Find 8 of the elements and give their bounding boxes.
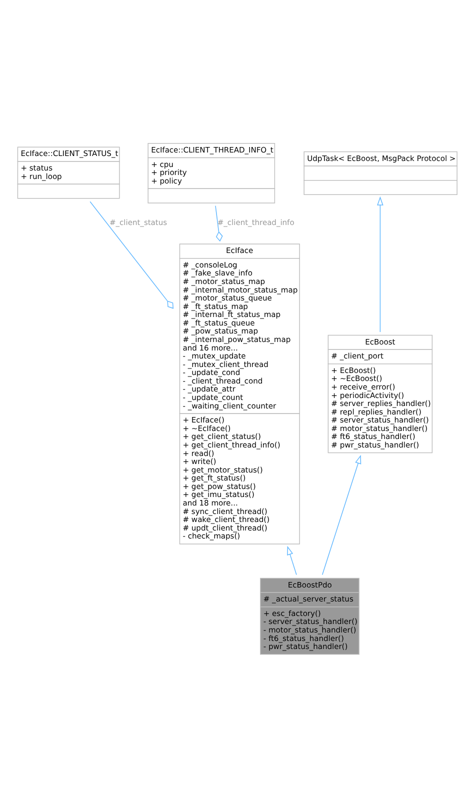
- edge-label: #_client_status: [109, 218, 168, 228]
- node-text: EcIface # _consoleLog # _fake_slave_info # _motor_status_map # _internal_motor_status_map # _motor_status_queue # _ft_status_map # _internal_ft_status_map # _ft_status_queue # _pow_status_map # _internal_pow_status_map and 16 more... - _mutex_update - _mutex_client_thread - _update_cond - _client_thread_cond - _update_attr - _update_count - _waiting_client_counter + EcIface() + ~EcIface() + get_client_status() + get_client_thread_info() + read() + write() + get_motor_status() + get_ft_status() + get_pow_status() + get_imu_status() and 18 more... # sync_client_thread() # wake_client_thread() # updt_client_thread() - check_maps(): [182, 246, 298, 541]
- connector: [90, 201, 174, 309]
- connector: [215, 205, 223, 242]
- arrow: [322, 454, 362, 576]
- arrow: [287, 546, 297, 576]
- edge-label: #_client_thread_info: [217, 218, 294, 228]
- arrow: [377, 196, 384, 332]
